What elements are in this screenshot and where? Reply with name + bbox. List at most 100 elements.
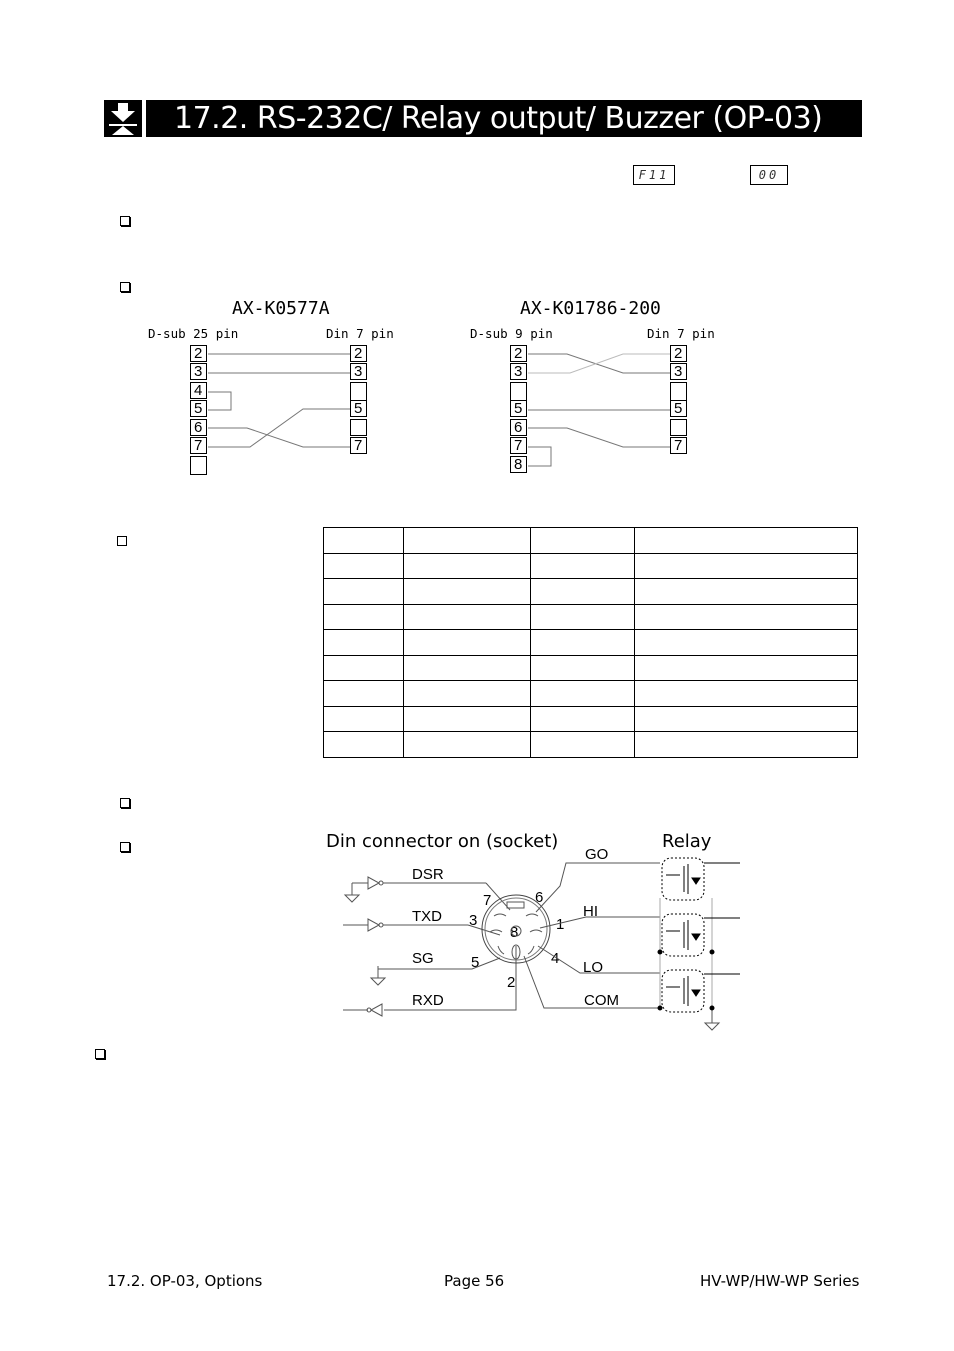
bullet-icon bbox=[120, 282, 130, 292]
section-title: 17.2. RS-232C/ Relay output/ Buzzer (OP-… bbox=[146, 100, 862, 137]
cable-right-label: Din 7 pin bbox=[326, 326, 394, 341]
table-cell bbox=[403, 578, 531, 605]
table-cell bbox=[634, 527, 858, 554]
table-cell bbox=[530, 603, 635, 630]
table-cell bbox=[530, 731, 635, 758]
din-wiring-svg bbox=[343, 857, 740, 1031]
table-cell bbox=[634, 705, 858, 732]
function-code-display: F11 bbox=[633, 165, 675, 185]
signal-go: GO bbox=[585, 846, 609, 863]
bullet-icon bbox=[120, 216, 130, 226]
pin bbox=[350, 419, 367, 436]
pin: 7 bbox=[510, 437, 527, 454]
pin: 6 bbox=[190, 419, 207, 436]
table-cell bbox=[403, 629, 531, 656]
table-cell bbox=[323, 629, 404, 656]
table-cell bbox=[323, 654, 404, 681]
download-arrow-icon bbox=[104, 100, 142, 137]
table-cell bbox=[634, 731, 858, 758]
table-cell bbox=[403, 552, 531, 579]
din-diagram-title: Din connector on (socket) bbox=[326, 831, 559, 852]
pin: 2 bbox=[510, 345, 527, 362]
pin: 6 bbox=[510, 419, 527, 436]
table-cell bbox=[403, 705, 531, 732]
pin: 5 bbox=[510, 400, 527, 417]
cable-left-label: D-sub 9 pin bbox=[470, 326, 553, 341]
table-cell bbox=[323, 578, 404, 605]
pin: 8 bbox=[510, 456, 527, 473]
table-cell bbox=[530, 654, 635, 681]
pin-number: 5 bbox=[471, 954, 480, 971]
pin: 3 bbox=[190, 363, 207, 380]
table-row bbox=[323, 527, 858, 554]
table-cell bbox=[634, 680, 858, 707]
table-row bbox=[323, 552, 858, 579]
table-cell bbox=[403, 654, 531, 681]
pin-number: 8 bbox=[510, 924, 519, 941]
table-cell bbox=[634, 578, 858, 605]
bullet-icon bbox=[120, 798, 130, 808]
table-row bbox=[323, 578, 858, 605]
pin: 3 bbox=[670, 363, 687, 380]
pin: 5 bbox=[670, 400, 687, 417]
pin: 3 bbox=[510, 363, 527, 380]
table-row bbox=[323, 654, 858, 681]
footer-series: HV-WP/HW-WP Series bbox=[700, 1272, 860, 1290]
table-row bbox=[323, 680, 858, 707]
bullet-icon bbox=[120, 842, 130, 852]
pin bbox=[350, 382, 367, 401]
signal-com: COM bbox=[584, 992, 619, 1009]
table-cell bbox=[530, 705, 635, 732]
pin-number: 4 bbox=[551, 950, 560, 967]
signal-rxd: RXD bbox=[412, 992, 444, 1009]
bullet-icon bbox=[117, 536, 127, 546]
pin: 4 bbox=[190, 382, 207, 399]
bullet-icon bbox=[95, 1049, 105, 1059]
table-cell bbox=[403, 603, 531, 630]
pin-number: 1 bbox=[556, 916, 565, 933]
pin: 7 bbox=[670, 437, 687, 454]
pin: 2 bbox=[350, 345, 367, 362]
table-cell bbox=[530, 680, 635, 707]
table-cell bbox=[323, 705, 404, 732]
cable-right-label: Din 7 pin bbox=[647, 326, 715, 341]
table-cell bbox=[634, 552, 858, 579]
pin bbox=[190, 456, 207, 475]
table-cell bbox=[403, 527, 531, 554]
signal-txd: TXD bbox=[412, 908, 442, 925]
signal-dsr: DSR bbox=[412, 866, 444, 883]
signal-lo: LO bbox=[583, 959, 604, 976]
table-cell bbox=[634, 654, 858, 681]
relay-label: Relay bbox=[662, 831, 712, 852]
table-cell bbox=[403, 680, 531, 707]
pin: 2 bbox=[670, 345, 687, 362]
pin-number: 7 bbox=[483, 892, 492, 909]
cable-left-label: D-sub 25 pin bbox=[148, 326, 239, 341]
section-title-bar: 17.2. RS-232C/ Relay output/ Buzzer (OP-… bbox=[104, 100, 862, 137]
pin-number: 2 bbox=[507, 974, 516, 991]
pin: 7 bbox=[190, 437, 207, 454]
cable-diagram-ax-k0577a: AX-K0577A D-sub 25 pin Din 7 pin 2 3 4 5… bbox=[140, 298, 420, 478]
table-cell bbox=[323, 731, 404, 758]
din-connector-diagram: Din connector on (socket) Relay DSR TXD … bbox=[326, 828, 750, 1033]
table-row bbox=[323, 731, 858, 758]
pin: 5 bbox=[350, 400, 367, 417]
pin-number: 3 bbox=[469, 912, 478, 929]
table-cell bbox=[323, 552, 404, 579]
signal-sg: SG bbox=[412, 950, 434, 967]
footer-page-number: Page 56 bbox=[444, 1272, 505, 1290]
table-cell bbox=[634, 603, 858, 630]
pin bbox=[670, 419, 687, 436]
table-cell bbox=[323, 680, 404, 707]
table-cell bbox=[530, 629, 635, 656]
table-cell bbox=[530, 527, 635, 554]
setting-value-display: 00 bbox=[750, 165, 788, 185]
table-cell bbox=[634, 629, 858, 656]
pin bbox=[670, 382, 687, 401]
table-row bbox=[323, 603, 858, 630]
pin-number: 6 bbox=[535, 889, 544, 906]
cable-diagram-ax-k01786-200: AX-K01786-200 D-sub 9 pin Din 7 pin 2 3 … bbox=[460, 298, 740, 478]
table-cell bbox=[323, 603, 404, 630]
table-cell bbox=[530, 552, 635, 579]
table-cell bbox=[323, 527, 404, 554]
